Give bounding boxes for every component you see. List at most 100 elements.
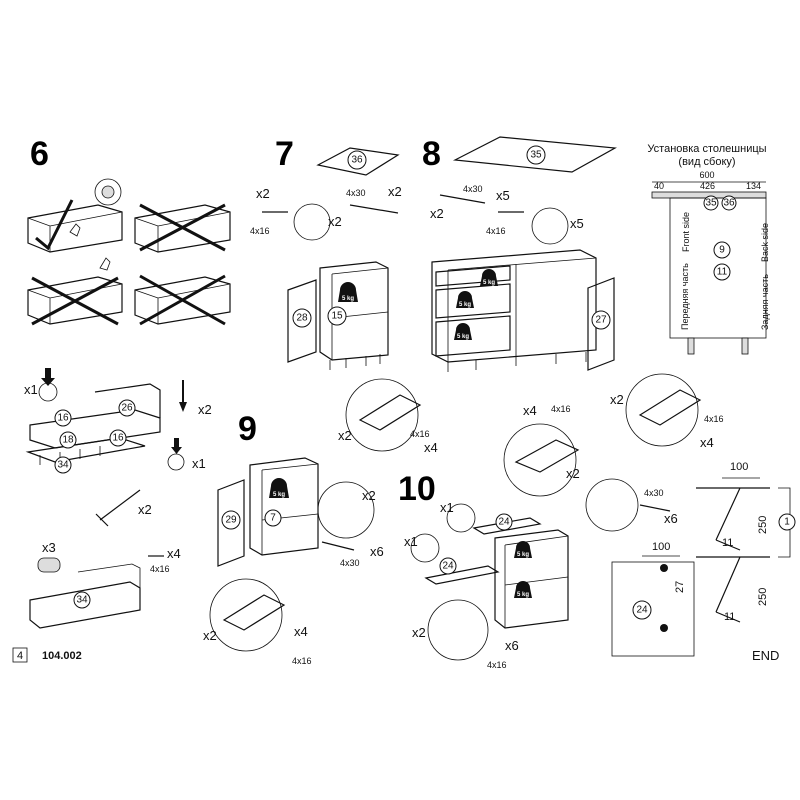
svg-text:15: 15: [331, 311, 343, 322]
step-number-8: 8: [422, 135, 441, 173]
svg-text:29: 29: [225, 515, 237, 526]
arrow-down-icon-2: [171, 438, 182, 454]
svg-text:36: 36: [351, 155, 363, 166]
svg-text:5 kg: 5 kg: [342, 296, 354, 302]
svg-text:24: 24: [636, 605, 648, 616]
screw-size-4x16-a: 4x16: [250, 226, 270, 236]
dowel-icon: [179, 380, 187, 412]
drawer-wrong-2: [27, 276, 123, 326]
svg-text:34: 34: [76, 595, 88, 606]
hand-icon-2: [99, 257, 111, 271]
svg-text:5 kg: 5 kg: [273, 492, 285, 498]
cross-mark-icon: [139, 274, 226, 326]
qty-x2-hinge10: x2: [566, 466, 580, 481]
lift-mount-detail: [427, 599, 489, 661]
qty-x3: x3: [42, 540, 56, 555]
front-ru-label: Передняя часть: [680, 263, 690, 330]
svg-text:34: 34: [57, 460, 69, 471]
screw-size-4x30-10: 4x30: [644, 488, 664, 498]
part-label-34b: [73, 591, 91, 609]
product-code: 104.002: [42, 650, 82, 662]
lift-mechanism-dims: 100 250 11 250 11 1: [696, 461, 796, 623]
hand-icon: [69, 223, 81, 237]
cabinet-side: [669, 197, 767, 339]
screw-size-4x16-h8: 4x16: [704, 414, 724, 424]
qty-x2-screw: x2: [138, 502, 152, 517]
drawer-assembly: x1 16 26 18 16 34 x2 x1 x2: [24, 368, 212, 527]
dim-426: 426: [700, 181, 715, 191]
part-label-26: [118, 399, 136, 417]
qty-x4-hinge7: x4: [424, 440, 438, 455]
detail-circle: [94, 178, 122, 206]
qty-x1-cam: x1: [192, 456, 206, 471]
svg-text:11: 11: [717, 267, 728, 278]
svg-text:7: 7: [270, 513, 276, 524]
step-6: 6: [27, 135, 231, 326]
step-number-6: 6: [30, 135, 49, 173]
bracket-detail-2: [531, 207, 569, 245]
lift-bracket-detail-b: [410, 533, 440, 563]
part-label-18: [59, 431, 77, 449]
long-screw-icon: [349, 204, 399, 214]
qty-x4-hinge8: x4: [700, 435, 714, 450]
screw-size-4x30-b: 4x30: [463, 184, 483, 194]
svg-text:16: 16: [57, 413, 69, 424]
qty-x4-hinge10: x4: [523, 403, 537, 418]
worktop-side-view: Установка столешницы (вид сбоку) 600 40 …: [647, 143, 770, 355]
lift-bracket-detail-a: [446, 503, 476, 533]
weight-5kg-icon-1: 5 kg: [480, 269, 498, 286]
qty-x4-runner: x4: [167, 546, 181, 561]
end-label: END: [752, 648, 779, 663]
step-number-10: 10: [398, 470, 436, 508]
dim-100-lift: 100: [730, 461, 748, 473]
qty-x2-dowel: x2: [198, 402, 212, 417]
svg-text:36: 36: [723, 198, 735, 209]
screw-size-4x30-a: 4x30: [346, 188, 366, 198]
svg-text:1: 1: [784, 517, 790, 528]
svg-text:28: 28: [296, 313, 308, 324]
screw-size-4x16-runner: 4x16: [150, 564, 170, 574]
door-24-drill-plan: 100 24 27: [611, 541, 695, 657]
back-side-label: Back side: [760, 223, 770, 262]
dim-11-b: 11: [724, 611, 735, 623]
top-panel-35: [452, 136, 617, 173]
step-10: 10 x1 x1 24 24 5 kg 5 kg 4x30 x6 x2 x6 4…: [398, 470, 678, 670]
step-9: 9 29 7 5 kg x2 x6 4x30 x2 x4 4x16: [203, 410, 384, 666]
qty-x2-plate9: x2: [362, 488, 376, 503]
page-number-box: [12, 647, 28, 663]
svg-text:9: 9: [719, 245, 725, 256]
weight-5kg-icon-2: 5 kg: [456, 291, 474, 308]
part-label-16b: [109, 429, 127, 447]
qty-x5-a: x5: [496, 188, 510, 203]
drawer-wrong-3: [134, 274, 231, 326]
svg-text:24: 24: [442, 561, 454, 572]
drawer-wrong-1: [134, 203, 231, 253]
dim-100-door: 100: [652, 541, 670, 553]
cross-mark-icon: [31, 276, 119, 326]
plate-detail-10: [585, 478, 639, 532]
top-panel-36: [316, 147, 400, 176]
screwdriver-icon: [95, 489, 141, 527]
long-screw-icon-10: [639, 504, 671, 512]
dim-250-b: 250: [757, 588, 769, 606]
cam-lock-icon: [167, 453, 185, 471]
dim-11-a: 11: [722, 537, 733, 549]
qty-x2-b: x2: [388, 184, 402, 199]
weight-5kg-icon-9: 5 kg: [269, 478, 289, 498]
qty-x2-hinge9: x2: [203, 628, 217, 643]
drawer-runner: x3 34 x4 4x16: [29, 540, 181, 629]
qty-x2-a: x2: [256, 186, 270, 201]
hinge-detail-7: x2 x4 4x16: [338, 378, 438, 455]
qty-x2-bracket: x2: [328, 214, 342, 229]
svg-text:27: 27: [595, 315, 607, 326]
screw-size-4x16-10: 4x16: [487, 660, 507, 670]
front-side-label: Front side: [681, 212, 691, 252]
svg-text:35: 35: [705, 198, 717, 209]
screw-size-4x16-h10: 4x16: [551, 404, 571, 414]
svg-text:35: 35: [530, 150, 542, 161]
dim-134: 134: [746, 181, 761, 191]
qty-x1-top: x1: [24, 382, 38, 397]
drawer-correct: [27, 178, 123, 271]
part-label-16a: [54, 409, 72, 427]
